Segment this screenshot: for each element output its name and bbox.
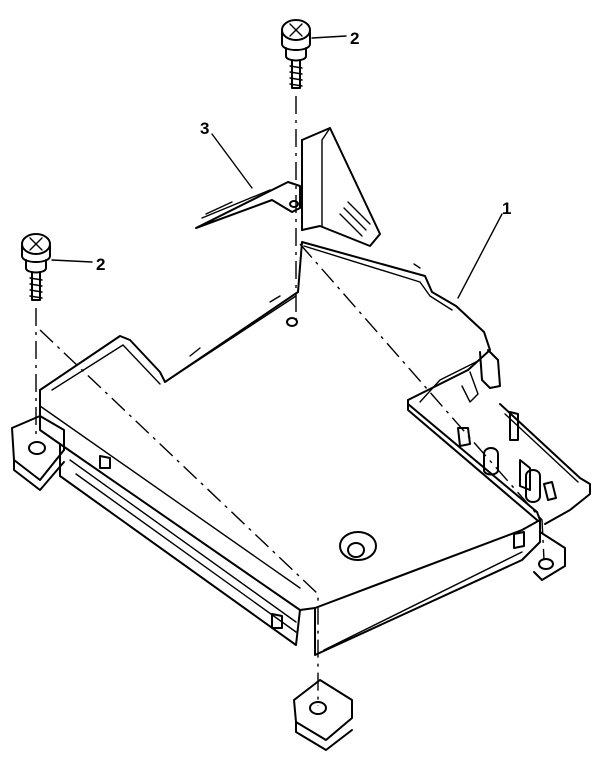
callout-screw-left: 2 — [96, 255, 105, 274]
screw-left-part — [21, 233, 51, 301]
assembly-centerlines — [35, 96, 545, 706]
callout-screw-top: 2 — [350, 29, 359, 48]
callout-housing: 1 — [502, 199, 511, 218]
screw-top-part — [281, 19, 311, 89]
housing-part — [11, 241, 591, 751]
callout-bracket: 3 — [200, 119, 209, 138]
bracket-part — [195, 127, 381, 247]
callout-leaders — [51, 35, 503, 299]
